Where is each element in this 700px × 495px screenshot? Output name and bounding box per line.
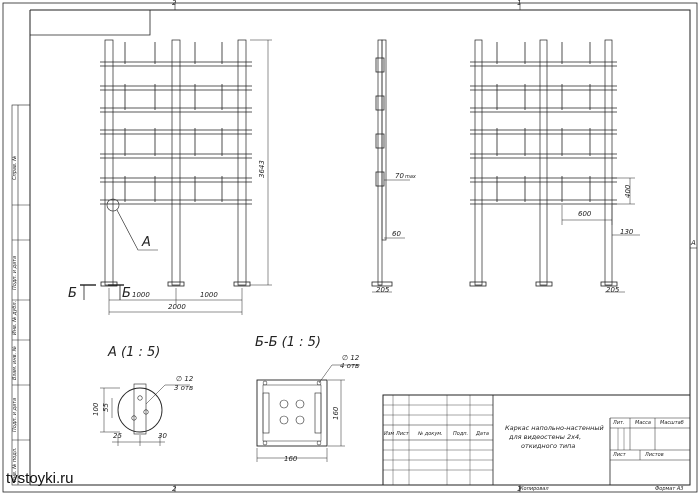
- rear-view: [469, 39, 640, 293]
- zone-number: 2: [172, 485, 177, 493]
- detail-A-dim-55: 55: [102, 403, 110, 412]
- side-dim-60: 60: [392, 230, 401, 238]
- zone-number: 1: [517, 485, 522, 493]
- detail-A-dim-100: 100: [92, 402, 100, 416]
- side-dim-70-note: max: [405, 174, 416, 180]
- rev-header: Подп.: [453, 431, 469, 437]
- detail-A-drawing: [100, 383, 190, 446]
- height-dimension-label: 3643: [258, 160, 266, 178]
- rev-header: Лист: [396, 431, 409, 437]
- title-block-description: Каркас напольно-настенный: [505, 424, 604, 432]
- title-block-sheet: Лист: [613, 452, 626, 458]
- side-stamp: Взам. инв. №: [12, 346, 18, 380]
- spacing-dimension-label: 1000: [132, 291, 150, 299]
- zone-number: 1: [517, 0, 522, 7]
- title-block-mass: Масса: [635, 420, 651, 426]
- detail-B-drawing: [256, 364, 360, 462]
- side-dim-205: 205: [376, 286, 390, 294]
- rear-dim-205: 205: [606, 286, 620, 294]
- detail-A-hole-note: ∅ 12: [176, 375, 194, 383]
- zone-letter: A: [691, 239, 696, 247]
- detail-A-title: А (1 : 5): [108, 345, 161, 360]
- detail-B-dim-height: 160: [332, 406, 340, 420]
- rear-dimensions: [561, 177, 640, 293]
- front-rails: [100, 61, 252, 205]
- rev-header: № докум.: [418, 431, 443, 437]
- title-block-description: для видеостены 2х4,: [509, 433, 582, 441]
- side-stamp: Инв. № дубл.: [12, 300, 18, 335]
- detail-B-hole-note: ∅ 12: [342, 354, 360, 362]
- spacing-dimension-label: 1000: [200, 291, 218, 299]
- title-block-sheets: Листов: [645, 452, 664, 458]
- front-height-dimension: [250, 39, 272, 286]
- watermark-text: tvstoyki.ru: [6, 470, 74, 487]
- front-mount-brackets: [124, 42, 223, 202]
- copied-label: Копировал: [520, 486, 549, 492]
- detail-A-hole-count: 3 отв: [174, 384, 194, 392]
- format-label: Формат А3: [655, 486, 684, 492]
- side-stamp: Подп. и дата: [12, 397, 18, 432]
- side-dim-70: 70: [395, 172, 404, 180]
- title-block-description: откидного типа: [521, 442, 576, 450]
- detail-B-dim-width: 160: [284, 455, 298, 463]
- side-stamp: Справ. №: [12, 155, 18, 180]
- title-block-lines: [382, 394, 691, 486]
- zone-number: 2: [172, 0, 177, 7]
- title-block-scale: Масштаб: [660, 420, 684, 426]
- rev-header: Изм: [384, 431, 395, 437]
- section-mark-right: Б: [122, 286, 131, 301]
- side-stamp-column: [11, 104, 31, 486]
- front-view: [80, 39, 272, 315]
- callout-A-label: А: [142, 235, 151, 250]
- section-mark-left: Б: [68, 286, 77, 301]
- side-stamp: Подп. и дата: [12, 255, 18, 290]
- rev-header: Дата: [476, 431, 489, 437]
- title-block-lit: Лит.: [613, 420, 625, 426]
- detail-B-title: Б-Б (1 : 5): [255, 335, 321, 350]
- rear-rails: [470, 61, 617, 205]
- detail-B-hole-count: 4 отв: [340, 362, 360, 370]
- detail-A-dim-30: 30: [158, 432, 167, 440]
- total-width-label: 2000: [168, 303, 186, 311]
- side-view: [371, 39, 410, 293]
- rear-dim-400: 400: [624, 184, 632, 198]
- rear-dim-600: 600: [578, 210, 592, 218]
- front-width-dimensions: [108, 288, 243, 315]
- rear-mount-brackets: [496, 42, 591, 202]
- detail-A-dim-25: 25: [113, 432, 122, 440]
- rear-dim-130: 130: [620, 228, 634, 236]
